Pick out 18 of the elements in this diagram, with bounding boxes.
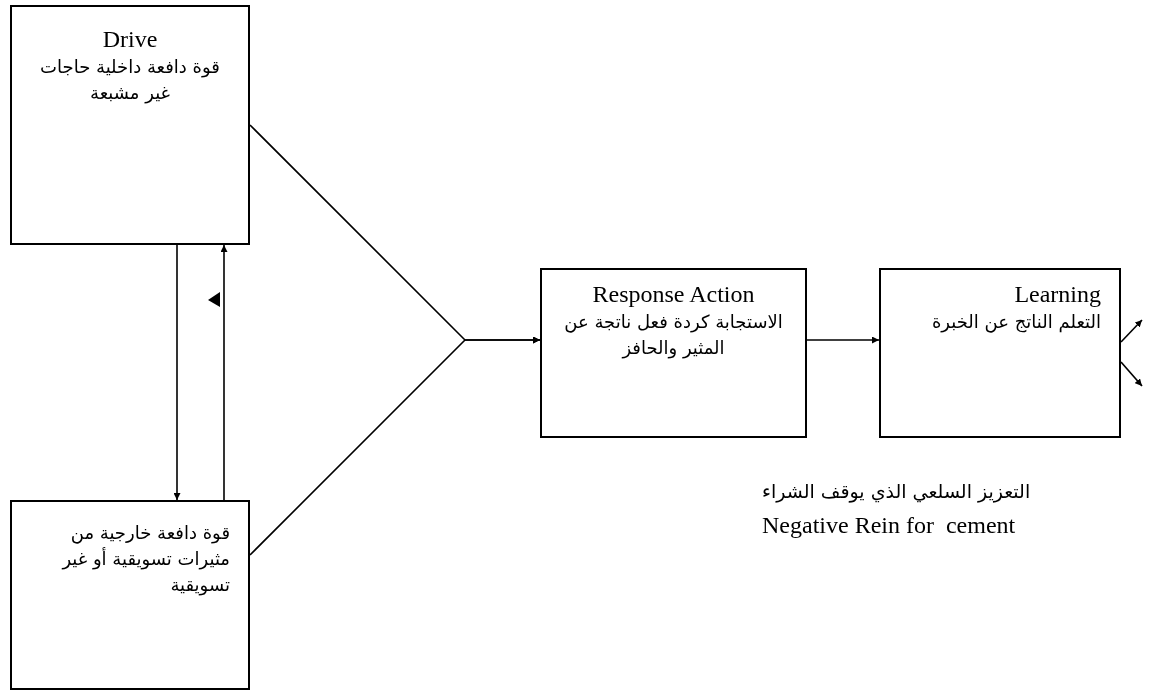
arrow	[173, 244, 181, 501]
box-heading: Learning	[1014, 280, 1101, 309]
box-text: قوة دافعة خارجية من مثيرات تسويقية أو غير تسويقية	[60, 521, 230, 598]
process-box	[10, 500, 250, 690]
box-text: التعلم الناتج عن الخبرة	[931, 309, 1101, 335]
arrow	[249, 336, 541, 556]
process-box	[540, 268, 807, 438]
note-text: التعزيز السلعي الذي يوقف الشراء	[762, 480, 1031, 502]
process-box	[10, 5, 250, 245]
box-text: الاستجابة كردة فعل ناتجة عن المثير والحافز	[563, 309, 784, 361]
arrow	[1120, 361, 1143, 387]
box-heading: Drive	[102, 25, 158, 54]
arrow	[1120, 319, 1143, 343]
box-text: قوة دافعة داخلية حاجات غير مشبعة	[39, 54, 221, 106]
box-heading: Response Action	[592, 280, 755, 309]
arrow	[806, 336, 880, 344]
process-box	[879, 268, 1121, 438]
note-text: Negative Rein for cement	[762, 512, 1016, 539]
